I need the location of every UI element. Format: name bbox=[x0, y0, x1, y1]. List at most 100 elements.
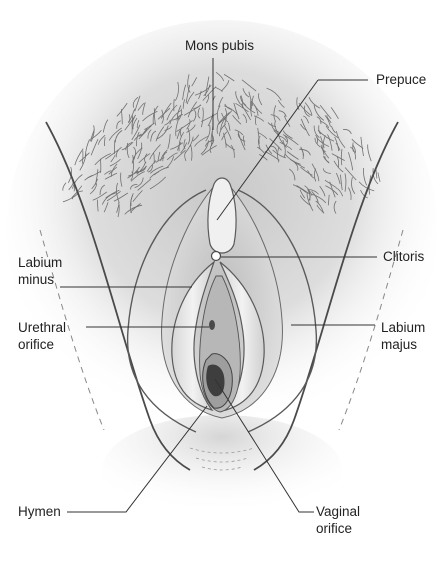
hair-strand bbox=[319, 185, 326, 197]
label-labium-majus: Labium majus bbox=[381, 319, 425, 353]
hair-strand bbox=[299, 148, 311, 156]
label-labium-minus-line2: minus bbox=[18, 272, 55, 287]
hair-strand bbox=[153, 108, 156, 126]
hair-strand bbox=[166, 152, 178, 161]
hair-strand bbox=[257, 127, 260, 145]
hair-strand bbox=[218, 112, 230, 125]
hair-strand bbox=[218, 96, 224, 108]
hair-strand bbox=[340, 174, 343, 191]
hair-strand bbox=[84, 139, 90, 156]
hair-strand bbox=[177, 141, 182, 151]
hair-strand bbox=[134, 95, 141, 112]
label-hymen: Hymen bbox=[18, 503, 61, 520]
hair-strand bbox=[126, 142, 130, 159]
hair-strand bbox=[324, 179, 337, 188]
hair-strand bbox=[130, 194, 134, 206]
hair-strand bbox=[331, 153, 345, 161]
hair-strand bbox=[320, 146, 330, 159]
hair-strand bbox=[257, 146, 266, 154]
hair-strand bbox=[205, 94, 210, 104]
hair-strand bbox=[304, 105, 310, 117]
hair-strand bbox=[358, 181, 375, 192]
right-thigh-dash bbox=[338, 229, 404, 431]
hair-strand bbox=[351, 138, 364, 149]
hair-strand bbox=[133, 146, 136, 161]
hair-strand bbox=[289, 158, 306, 169]
label-vaginal-orifice-line1: Vaginal bbox=[316, 504, 361, 519]
label-mons-pubis-text: Mons pubis bbox=[185, 38, 255, 53]
hair-strand bbox=[136, 119, 140, 129]
hair-strand bbox=[164, 119, 171, 126]
hair-strand bbox=[311, 191, 319, 203]
hair-strand bbox=[138, 129, 148, 137]
hair-strand bbox=[278, 110, 287, 118]
prepuce bbox=[207, 177, 237, 254]
hair-strand bbox=[235, 102, 249, 113]
hair-strand bbox=[187, 101, 198, 118]
hair-strand bbox=[277, 146, 280, 163]
hair-strand bbox=[90, 129, 102, 140]
hair-strand bbox=[124, 114, 137, 131]
hair-strand bbox=[300, 147, 305, 156]
hair-strand bbox=[132, 190, 143, 202]
hair-strand bbox=[167, 134, 171, 150]
hair-strand bbox=[130, 171, 145, 182]
hair-strand bbox=[87, 170, 102, 179]
hair-strand bbox=[176, 114, 184, 121]
leader-lines bbox=[60, 58, 377, 513]
hair-strand bbox=[273, 105, 277, 122]
hair-strand bbox=[132, 117, 138, 129]
hair-strand bbox=[308, 97, 321, 109]
hair-strand bbox=[160, 102, 172, 119]
hair-strand bbox=[136, 131, 140, 147]
hair-strand bbox=[164, 125, 172, 131]
hair-strand bbox=[108, 127, 122, 141]
hair-strand bbox=[157, 151, 161, 161]
hair-strand bbox=[205, 139, 215, 147]
hair-strand bbox=[233, 102, 240, 120]
hair-strand bbox=[215, 71, 225, 82]
hair-strand bbox=[191, 77, 198, 87]
hair-strand bbox=[250, 100, 259, 116]
hair-strand bbox=[125, 141, 134, 151]
hair-strand bbox=[288, 168, 296, 181]
hair-strand bbox=[342, 129, 352, 135]
hair-strand bbox=[182, 84, 187, 100]
hair-strand bbox=[267, 122, 277, 127]
hair-strand bbox=[317, 129, 335, 142]
hair-strand bbox=[150, 130, 157, 142]
hair-strand bbox=[235, 91, 241, 105]
hair-strand bbox=[121, 142, 133, 151]
hair-strand bbox=[266, 87, 282, 101]
hair-strand bbox=[138, 153, 151, 164]
hair-strand bbox=[310, 193, 327, 204]
hair-strand bbox=[316, 204, 325, 214]
clitoris bbox=[210, 250, 222, 262]
hair-strand bbox=[187, 127, 191, 145]
hair-strand bbox=[103, 202, 109, 213]
label-urethral-orifice-line2: orifice bbox=[18, 337, 55, 352]
hair-strand bbox=[258, 93, 263, 106]
hair-strand bbox=[160, 149, 168, 162]
hair-strand bbox=[104, 137, 106, 147]
hair-strand bbox=[142, 102, 146, 115]
hair-strand bbox=[116, 182, 120, 204]
hair-strand bbox=[348, 187, 352, 200]
hair-strand bbox=[137, 102, 145, 111]
hair-strand bbox=[104, 170, 112, 175]
hair-strand bbox=[284, 115, 291, 127]
hair-strand bbox=[178, 108, 183, 120]
hair-strand bbox=[240, 103, 251, 121]
labium-majus-right bbox=[237, 189, 318, 433]
hair-strand bbox=[90, 125, 95, 142]
hair-strand bbox=[161, 109, 164, 124]
hair-strand bbox=[237, 131, 246, 151]
labium-minus-left bbox=[171, 260, 216, 412]
hair-strand bbox=[333, 160, 344, 173]
hair-strand bbox=[319, 104, 332, 120]
hair-strand bbox=[173, 149, 186, 161]
hair-strand bbox=[322, 168, 331, 174]
hair-strand bbox=[186, 124, 196, 133]
hair-strand bbox=[224, 105, 239, 116]
